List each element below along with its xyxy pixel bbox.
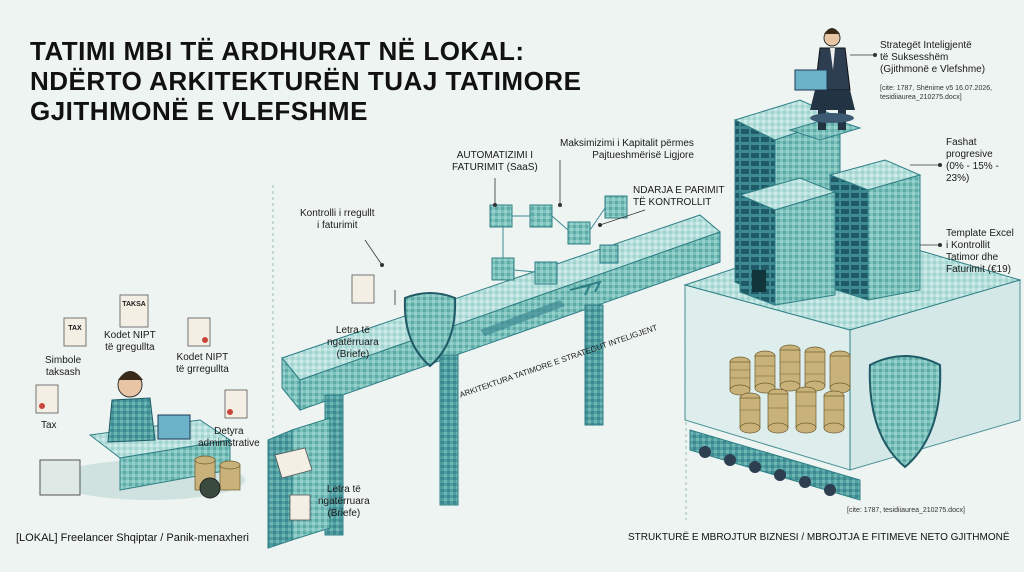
automatizimi-label: AUTOMATIZIMI I FATURIMIT (SaaS) [452,150,538,173]
bridge [281,214,721,536]
tax-doc-label: TAX [68,325,82,332]
taksa-doc-label: TAKSA [122,301,146,308]
letra-shield-label: Letra të ngatërruara (Briefe) [327,325,379,360]
fashat-progresive-label: Fashat progresive (0% - 15% - 23%) [946,137,999,184]
strateget-label: Strategët Inteligjentë të Suksesshëm (Gj… [880,40,986,75]
coin-stacks [729,344,851,434]
conveyor [689,429,861,501]
footer-right: STRUKTURË E MBROJTUR BIZNESI / MBROJTJA … [628,532,1010,543]
shield-right [868,355,942,469]
freelancer-scene [39,371,245,500]
kodet-nipt-label-2: Kodet NIPT të grregullta [176,352,229,375]
shield-middle [403,292,457,368]
page-title: TATIMI MBI TË ARDHURAT NË LOKAL: NDËRTO … [30,36,581,126]
detyra-administrative-label: Detyra administrative [198,426,260,449]
title-line-1: TATIMI MBI TË ARDHURAT NË LOKAL: [30,36,525,66]
footer-left: [LOKAL] Freelancer Shqiptar / Panik-mena… [16,532,249,544]
title-line-2: NDËRTO ARKITEKTURËN TUAJ TATIMORE [30,66,582,96]
maksimizimi-label: Maksimizimi i Kapitalit përmes Pajtueshm… [560,138,694,161]
entry-wall [267,417,331,549]
letra-bottom-label: Letra të ngatërruara (Briefe) [318,484,370,519]
kontrolli-label: Kontrolli i rregullt i faturimit [300,208,375,231]
ndarja-label: NDARJA E PARIMIT TË KONTROLLIT [633,185,725,208]
title-line-3: GJITHMONË E VLEFSHME [30,96,368,126]
cite-bottom: [cite: 1787, tesidiiaurea_210275.docx] [847,507,965,514]
businessman-figure [794,28,855,130]
tax-label: Tax [41,420,57,431]
buildings [733,99,922,306]
cite-top: [cite: 1787, Shënime v5 16.07.2026, tesi… [880,85,993,101]
template-excel-label: Template Excel i Kontrollit Tatimor dhe … [946,228,1014,275]
callout-lines [364,54,940,305]
kodet-nipt-label-1: Kodet NIPT të gregullta [104,330,156,353]
simbole-taksash-label: Simbole taksash [45,355,82,378]
